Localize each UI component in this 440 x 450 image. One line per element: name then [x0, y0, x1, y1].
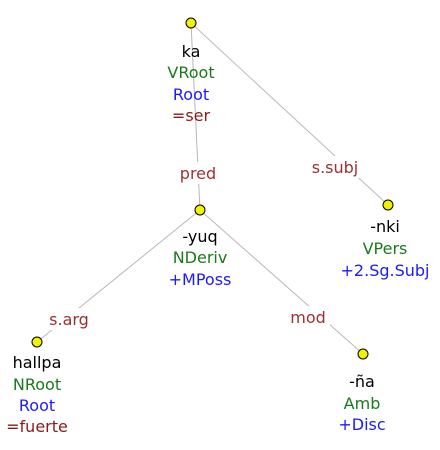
- node-yuq-feature: +MPoss: [169, 270, 232, 289]
- node-hallpa-word: hallpa: [13, 353, 62, 372]
- node-nki-feature: +2.Sg.Subj: [341, 261, 430, 280]
- node-yuq-category: NDeriv: [173, 248, 228, 267]
- node-na-feature: +Disc: [338, 415, 385, 434]
- edge-label-s-subj: s.subj: [312, 158, 359, 177]
- node-hallpa-feature: Root: [19, 396, 55, 415]
- node-na-word: -ña: [349, 372, 375, 391]
- node-nki-category: VPers: [363, 239, 408, 258]
- edge-label-pred: pred: [180, 164, 216, 183]
- node-ka-word: ka: [182, 42, 201, 61]
- edge-label-mod: mod: [290, 308, 326, 327]
- node-ka-feature: Root: [173, 85, 209, 104]
- node-ka-category: VRoot: [167, 63, 214, 82]
- edge-yuq-na: [199, 209, 364, 355]
- node-ka[interactable]: [185, 17, 197, 29]
- edge-label-s-arg: s.arg: [49, 310, 89, 329]
- node-yuq-word: -yuq: [182, 227, 217, 246]
- node-na-category: Amb: [344, 394, 381, 413]
- node-ka-gloss: =ser: [172, 106, 211, 125]
- node-na[interactable]: [357, 348, 369, 360]
- node-nki-word: -nki: [370, 217, 400, 236]
- node-nki[interactable]: [382, 199, 394, 211]
- node-hallpa-category: NRoot: [13, 375, 61, 394]
- node-yuq[interactable]: [194, 204, 206, 216]
- node-hallpa-gloss: =fuerte: [6, 417, 68, 436]
- node-hallpa[interactable]: [31, 336, 43, 348]
